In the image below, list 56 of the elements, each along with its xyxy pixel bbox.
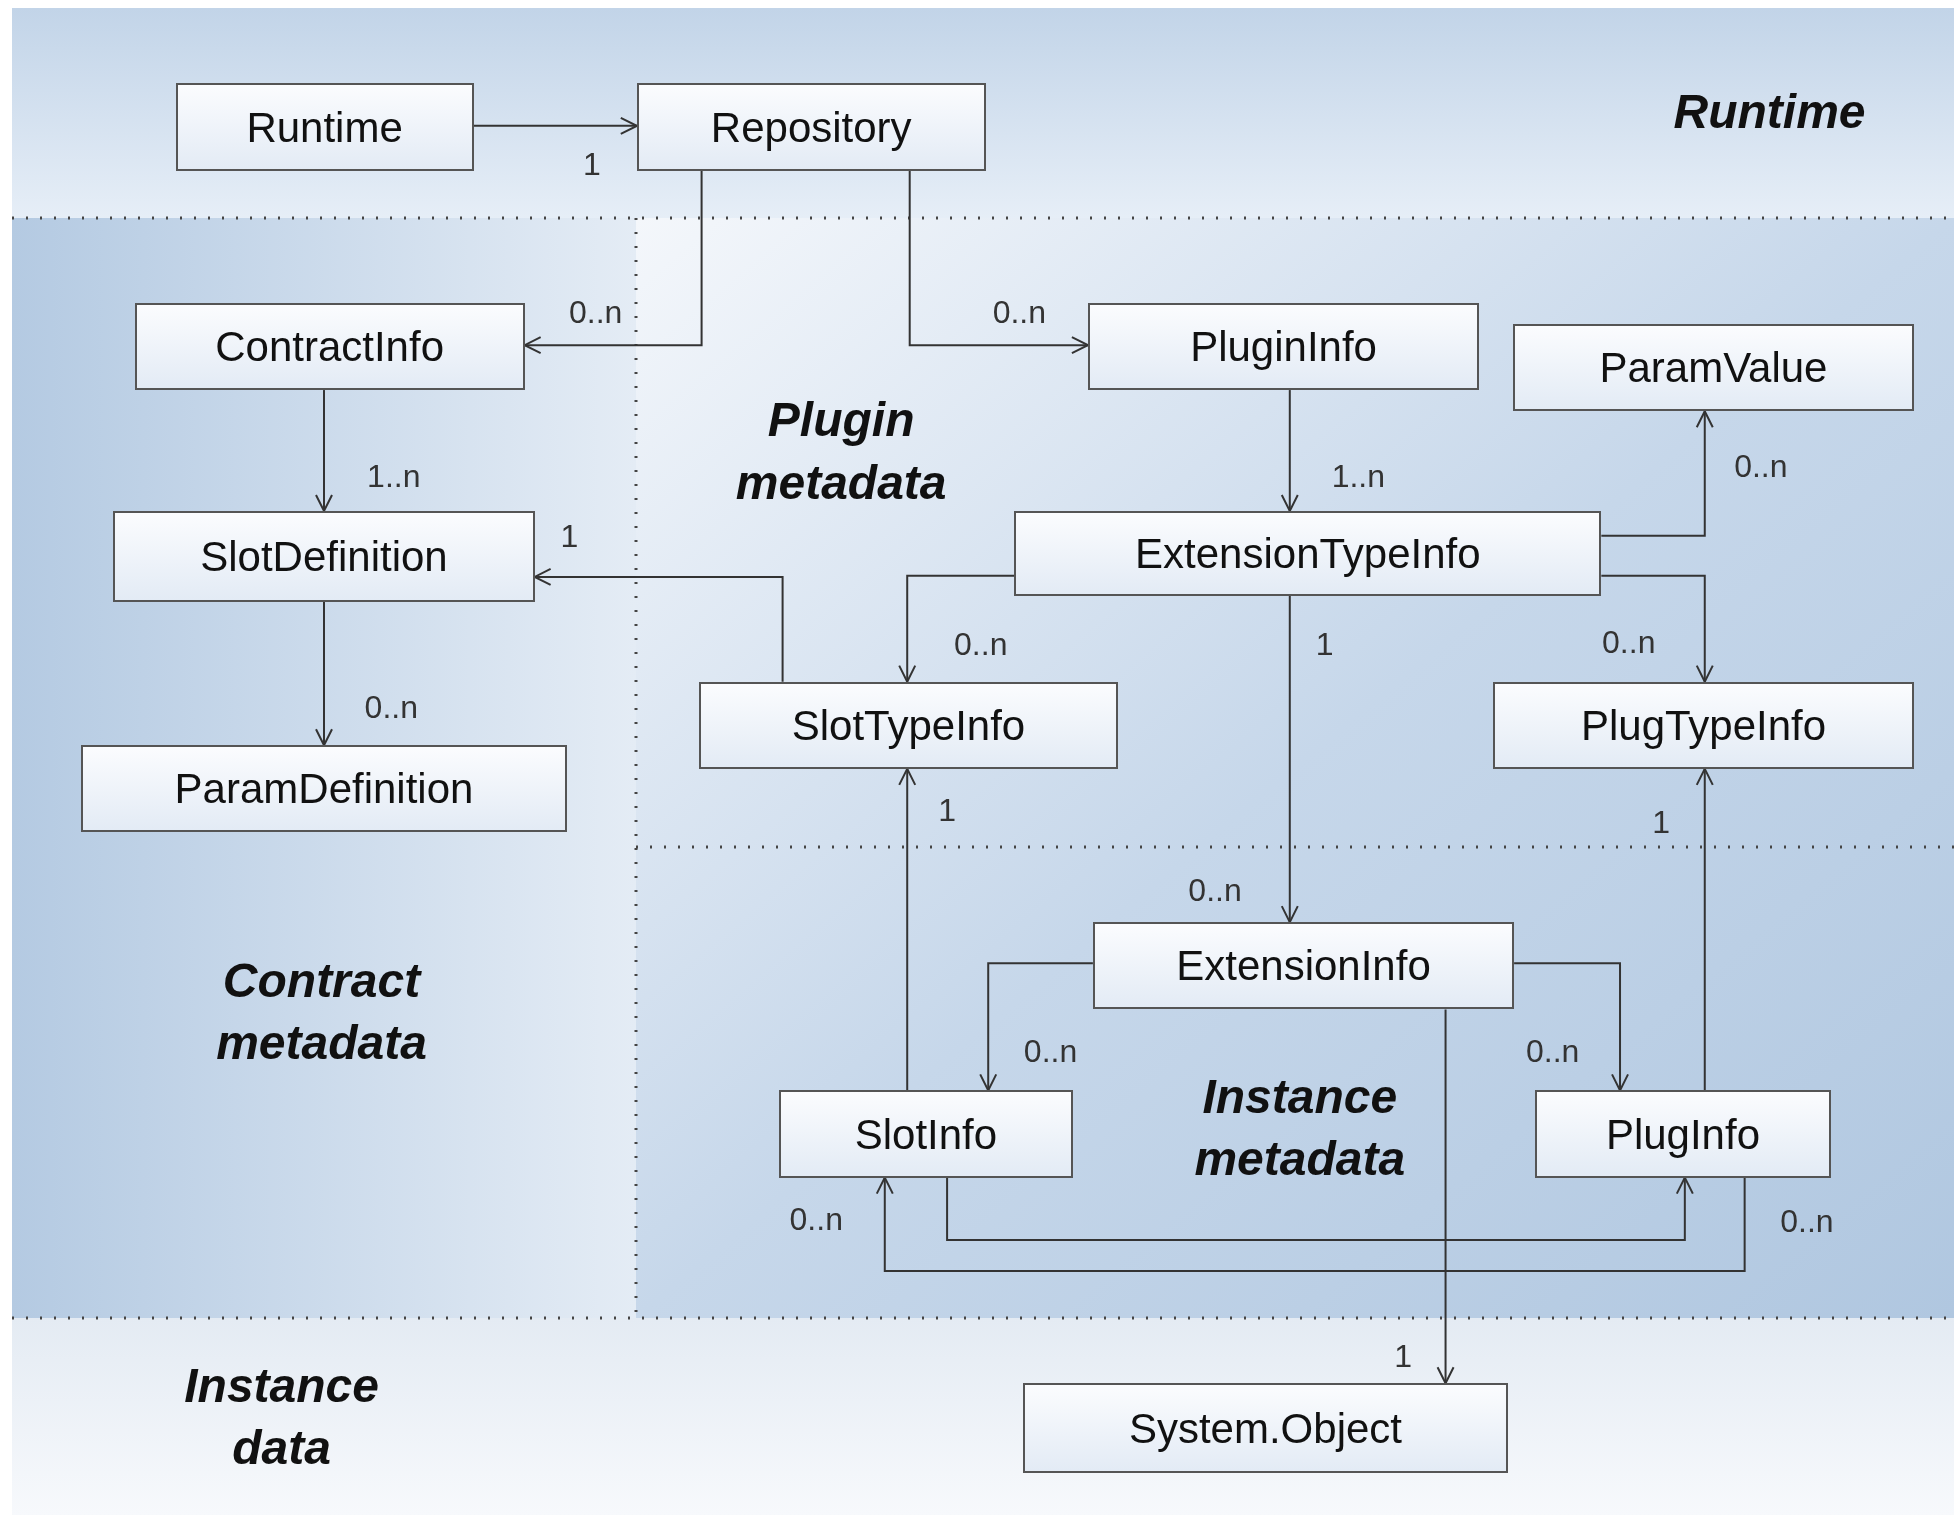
- arrow: [1436, 1008, 1455, 1385]
- multiplicity-label: 1..n: [367, 457, 421, 497]
- multiplicity-label: 1: [583, 145, 601, 185]
- arrow: [472, 116, 638, 135]
- multiplicity-label: 0..n: [1526, 1031, 1580, 1071]
- arrow: [979, 962, 1094, 1092]
- multiplicity-label: 0..n: [1780, 1202, 1834, 1242]
- multiplicity-label: 0..n: [789, 1199, 843, 1239]
- multiplicity-label: 0..n: [1188, 870, 1242, 910]
- multiplicity-label: 0..n: [954, 625, 1008, 665]
- arrow: [1280, 594, 1299, 924]
- arrow: [875, 1176, 1746, 1273]
- multiplicity-label: 0..n: [1023, 1031, 1078, 1071]
- class-box: ParamDefinition: [81, 745, 567, 833]
- arrow: [1695, 767, 1714, 1092]
- class-box: Runtime: [175, 83, 474, 171]
- arrow: [1280, 389, 1299, 512]
- class-box: ContractInfo: [134, 302, 525, 391]
- multiplicity-label: 0..n: [1734, 447, 1788, 487]
- multiplicity-label: 0..n: [1602, 622, 1656, 662]
- class-box: ExtensionInfo: [1092, 922, 1515, 1010]
- multiplicity-label: 0..n: [992, 292, 1047, 332]
- arrow: [908, 169, 1089, 355]
- region-title: Plugin metadata: [734, 391, 948, 511]
- arrow: [315, 389, 333, 512]
- multiplicity-label: 1: [1394, 1336, 1413, 1376]
- arrow: [1600, 574, 1714, 683]
- class-box: PlugInfo: [1535, 1090, 1831, 1178]
- class-box: SlotInfo: [778, 1090, 1073, 1178]
- class-box: System.Object: [1023, 1383, 1508, 1473]
- arrow: [1600, 410, 1714, 537]
- arrow: [523, 169, 703, 355]
- multiplicity-label: 1..n: [1331, 457, 1385, 497]
- arrow: [898, 574, 1016, 683]
- region-title: Contract metadata: [215, 952, 428, 1071]
- class-box: SlotTypeInfo: [699, 681, 1118, 769]
- class-box: Repository: [636, 83, 986, 171]
- multiplicity-label: 0..n: [568, 292, 623, 332]
- multiplicity-label: 0..n: [364, 687, 418, 727]
- class-box: ExtensionTypeInfo: [1014, 510, 1602, 596]
- class-box: ParamValue: [1512, 324, 1915, 412]
- arrow: [1513, 962, 1630, 1092]
- class-box: PluginInfo: [1087, 302, 1480, 391]
- arrow: [533, 568, 784, 683]
- multiplicity-label: 1: [1315, 625, 1334, 665]
- arrow: [315, 600, 333, 747]
- multiplicity-label: 1: [938, 791, 956, 830]
- multiplicity-label: 1: [1652, 803, 1671, 843]
- region-title: Instance metadata: [1193, 1068, 1407, 1187]
- region-title: Instance data: [183, 1357, 380, 1476]
- arrow: [898, 767, 917, 1092]
- class-box: PlugTypeInfo: [1492, 681, 1915, 769]
- class-box: SlotDefinition: [113, 510, 535, 602]
- arrow: [946, 1176, 1694, 1241]
- multiplicity-label: 1: [560, 516, 579, 556]
- region-title: Runtime: [1672, 83, 1867, 140]
